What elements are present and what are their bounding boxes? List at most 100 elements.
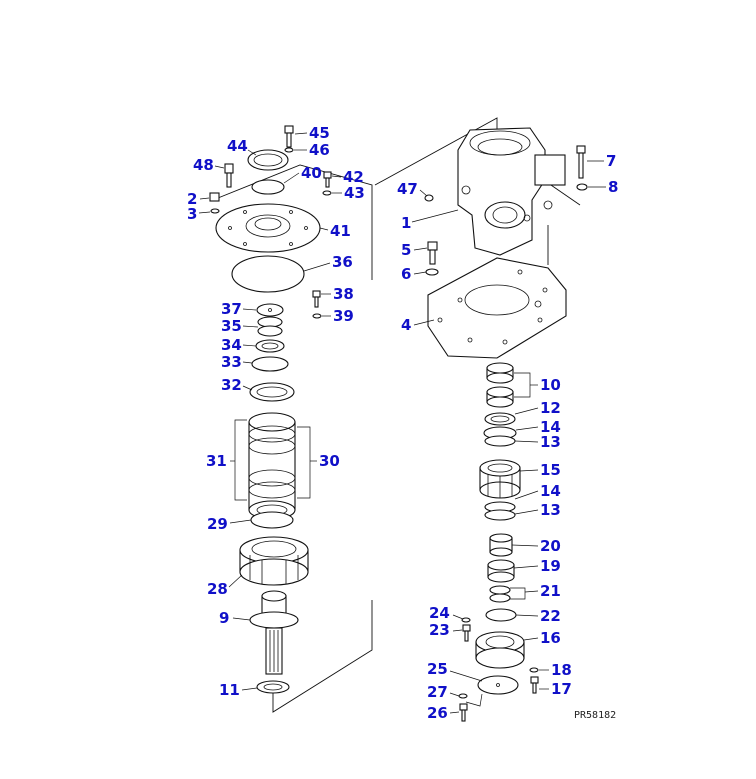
part-13-ring-lower: [484, 509, 516, 521]
label-38: 38: [333, 285, 354, 303]
label-41: 41: [330, 222, 351, 240]
label-36: 36: [332, 253, 353, 271]
part-33-washer: [251, 356, 289, 372]
part-43-washer: [322, 190, 332, 196]
label-31: 31: [206, 452, 227, 470]
part-34-ring: [255, 339, 285, 353]
part-24-washer: [461, 617, 471, 623]
part-41-flange: [215, 203, 321, 253]
part-3-washer: [210, 208, 220, 214]
label-47: 47: [397, 180, 418, 198]
label-35: 35: [221, 317, 242, 335]
part-15-gear: [479, 459, 521, 499]
label-25: 25: [427, 660, 448, 678]
label-14-upper: 14: [540, 418, 561, 436]
label-30: 30: [319, 452, 340, 470]
part-30-31-disc-stack: [248, 412, 296, 520]
label-27: 27: [427, 683, 448, 701]
drawing-code: PR58182: [574, 710, 616, 721]
part-12-ring: [484, 412, 516, 426]
label-18: 18: [551, 661, 572, 679]
label-7: 7: [606, 152, 616, 170]
label-15: 15: [540, 461, 561, 479]
label-11: 11: [219, 681, 240, 699]
part-21-washers: [489, 585, 511, 603]
part-36-o-ring: [231, 255, 305, 293]
part-44-cover: [247, 149, 289, 171]
part-45-bolt: [284, 125, 294, 148]
right-assembly: [374, 117, 588, 722]
label-45: 45: [309, 124, 330, 142]
label-10: 10: [540, 376, 561, 394]
part-23-bolt: [462, 624, 471, 642]
label-22: 22: [540, 607, 561, 625]
label-37: 37: [221, 300, 242, 318]
label-16: 16: [540, 629, 561, 647]
label-24: 24: [429, 604, 450, 622]
part-42-bolt: [323, 171, 332, 188]
label-43: 43: [344, 184, 365, 202]
part-46-washer: [284, 147, 294, 153]
part-25-cover: [477, 675, 519, 695]
label-40: 40: [301, 164, 322, 182]
label-6: 6: [401, 265, 411, 283]
label-42: 42: [343, 168, 364, 186]
part-5-bolt: [427, 241, 438, 265]
part-35-shims: [257, 316, 283, 337]
part-6-washer: [425, 268, 439, 276]
label-8: 8: [608, 178, 618, 196]
part-2-nut: [209, 192, 220, 202]
label-21: 21: [540, 582, 561, 600]
part-7-bolt: [576, 145, 586, 179]
label-13-lower: 13: [540, 501, 561, 519]
part-26-bolt: [459, 703, 468, 722]
label-23: 23: [429, 621, 450, 639]
part-4-plate: [427, 257, 567, 359]
label-32: 32: [221, 376, 242, 394]
label-39: 39: [333, 307, 354, 325]
label-19: 19: [540, 557, 561, 575]
label-28: 28: [207, 580, 228, 598]
label-44: 44: [227, 137, 248, 155]
leader-lines: [198, 132, 606, 714]
label-4: 4: [401, 316, 411, 334]
part-29-ring: [250, 511, 294, 529]
part-40-gasket: [251, 179, 285, 195]
part-18-nut: [529, 667, 539, 673]
label-34: 34: [221, 336, 242, 354]
part-1-case: [457, 127, 566, 256]
part-20-bearing: [489, 533, 513, 557]
label-12: 12: [540, 399, 561, 417]
part-38-bolt: [312, 290, 321, 308]
label-20: 20: [540, 537, 561, 555]
label-9: 9: [219, 609, 229, 627]
part-9-shaft: [249, 590, 299, 675]
left-assembly: [209, 125, 373, 713]
part-16-housing: [475, 631, 525, 669]
label-13-upper: 13: [540, 433, 561, 451]
label-46: 46: [309, 141, 330, 159]
label-29: 29: [207, 515, 228, 533]
part-37-plate: [256, 303, 284, 317]
part-13-ring-upper: [484, 435, 516, 447]
part-32-plate: [249, 382, 295, 402]
label-48: 48: [193, 156, 214, 174]
part-22-plate: [485, 608, 517, 622]
part-17-bolt: [530, 676, 539, 694]
part-10-bearings: [486, 362, 514, 408]
label-17: 17: [551, 680, 572, 698]
part-11-ring: [256, 680, 290, 694]
part-47-plug: [424, 194, 434, 202]
label-26: 26: [427, 704, 448, 722]
label-2: 2: [187, 190, 197, 208]
part-8-washer: [576, 183, 588, 191]
part-48-plug: [224, 163, 234, 188]
part-19-bushing: [487, 559, 515, 583]
part-number-labels: 45 46 44 48 40 42 43 2 3 41 36 38 37 39 …: [187, 124, 618, 722]
part-39-washer: [312, 313, 322, 319]
label-1: 1: [401, 214, 411, 232]
part-27-washer: [458, 693, 468, 699]
label-33: 33: [221, 353, 242, 371]
label-14-lower: 14: [540, 482, 561, 500]
